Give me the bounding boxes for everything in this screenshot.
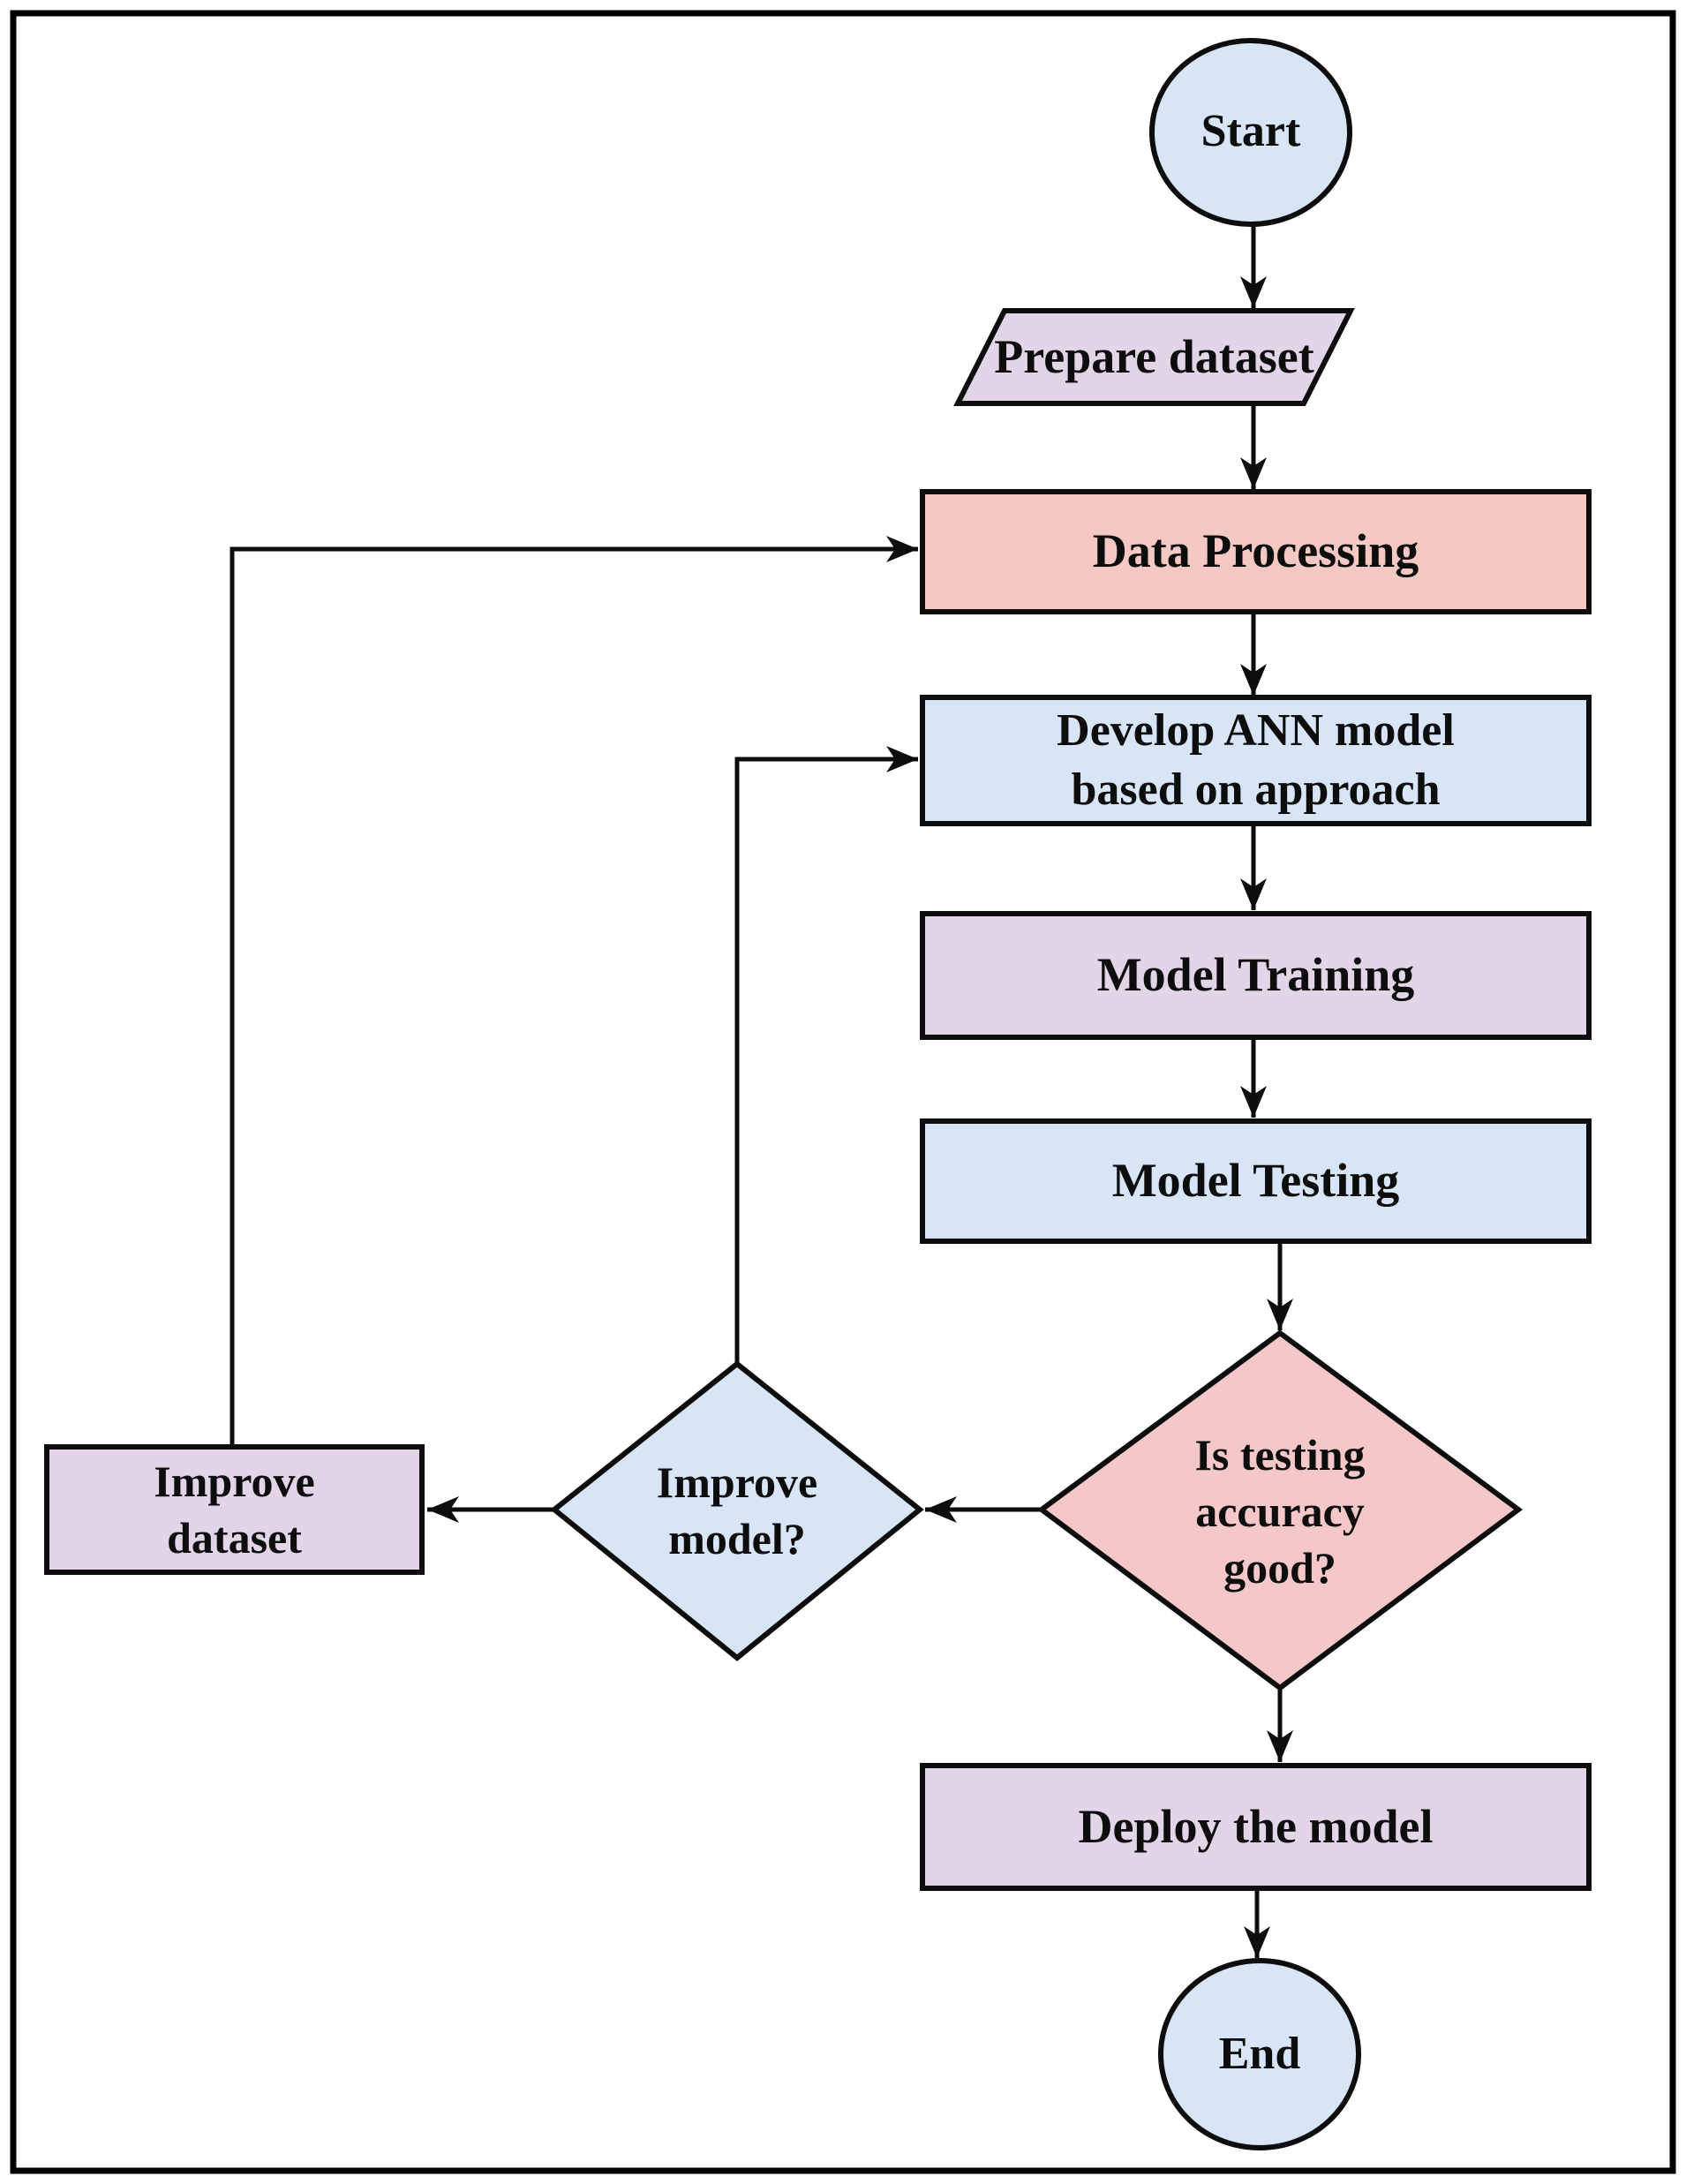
model-training-node bbox=[920, 911, 1592, 1040]
connector-improve-dataset-to-dataprocessing-feedback bbox=[230, 536, 918, 1447]
end-node bbox=[1158, 1958, 1361, 2150]
prepare-dataset-node bbox=[953, 308, 1355, 406]
develop-ann-node bbox=[920, 695, 1592, 826]
accuracy-decision-node bbox=[1036, 1329, 1524, 1691]
improve-dataset-node bbox=[44, 1444, 425, 1575]
page-border-frame bbox=[10, 10, 1676, 2174]
deploy-model-node bbox=[920, 1763, 1592, 1891]
start-node bbox=[1149, 38, 1352, 227]
improve-model-decision-node bbox=[550, 1360, 924, 1661]
model-testing-node bbox=[920, 1118, 1592, 1244]
connector-improve-model-to-develop-feedback bbox=[734, 746, 918, 1364]
data-processing-node bbox=[920, 489, 1592, 614]
